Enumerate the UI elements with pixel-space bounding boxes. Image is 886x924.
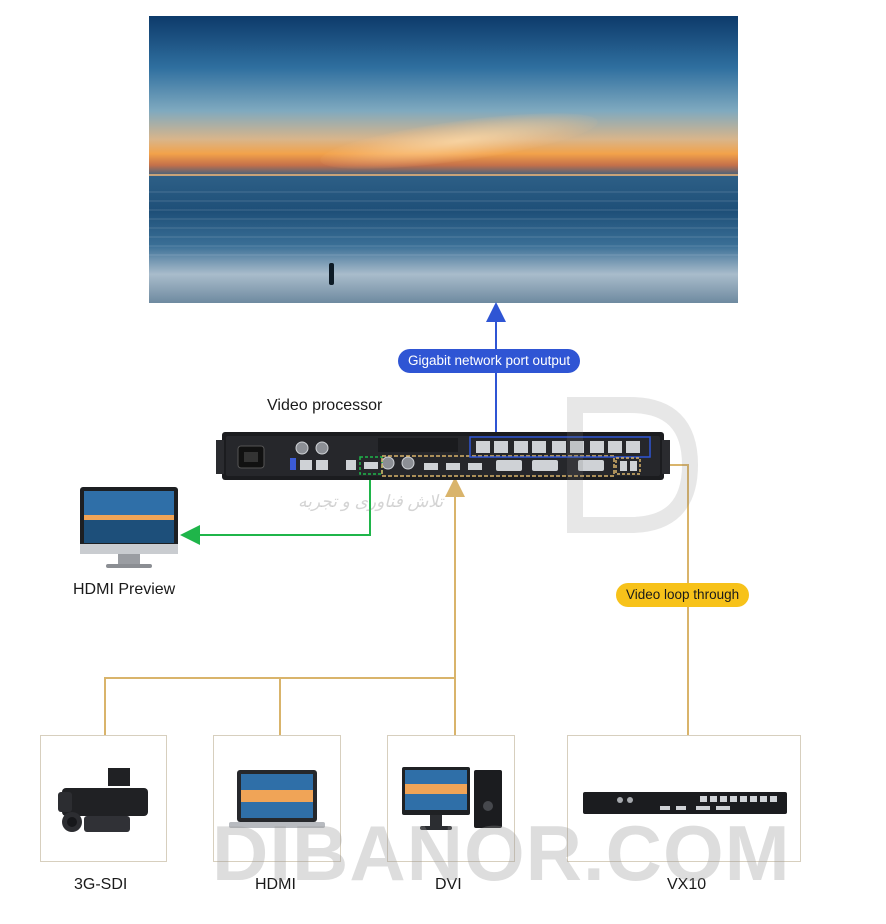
site-watermark: DIBANOR.COM	[212, 809, 791, 897]
desktop-computer-icon	[402, 767, 502, 830]
source-label-3g-sdi: 3G-SDI	[74, 876, 128, 893]
video-processor-label: Video processor	[267, 397, 383, 414]
led-screen-image	[149, 16, 738, 303]
ocean-waves	[149, 191, 738, 261]
camcorder-icon	[58, 768, 148, 832]
vx10-device-icon	[583, 792, 787, 814]
source-label-hdmi: HDMI	[255, 876, 296, 893]
source-label-vx10: VX10	[667, 876, 707, 893]
persian-watermark: تلاش فناوری و تجربه	[298, 492, 444, 511]
logo-watermark	[567, 397, 699, 533]
source-box-3g-sdi	[40, 735, 167, 862]
source-box-dvi	[387, 735, 515, 862]
gigabit-output-label: Gigabit network port output	[398, 349, 581, 373]
video-loop-label: Video loop through	[616, 583, 750, 607]
source-box-hdmi	[213, 735, 341, 862]
horizon-line	[149, 174, 738, 176]
preview-monitor	[80, 487, 178, 568]
source-label-dvi: DVI	[435, 876, 462, 893]
person-silhouette	[329, 263, 334, 285]
video-processor-device	[216, 432, 670, 480]
hdmi-preview-label: HDMI Preview	[73, 581, 176, 598]
input-bus	[104, 677, 455, 735]
preview-arrow	[180, 470, 371, 545]
laptop-icon	[229, 770, 325, 828]
source-box-vx10	[567, 735, 801, 862]
